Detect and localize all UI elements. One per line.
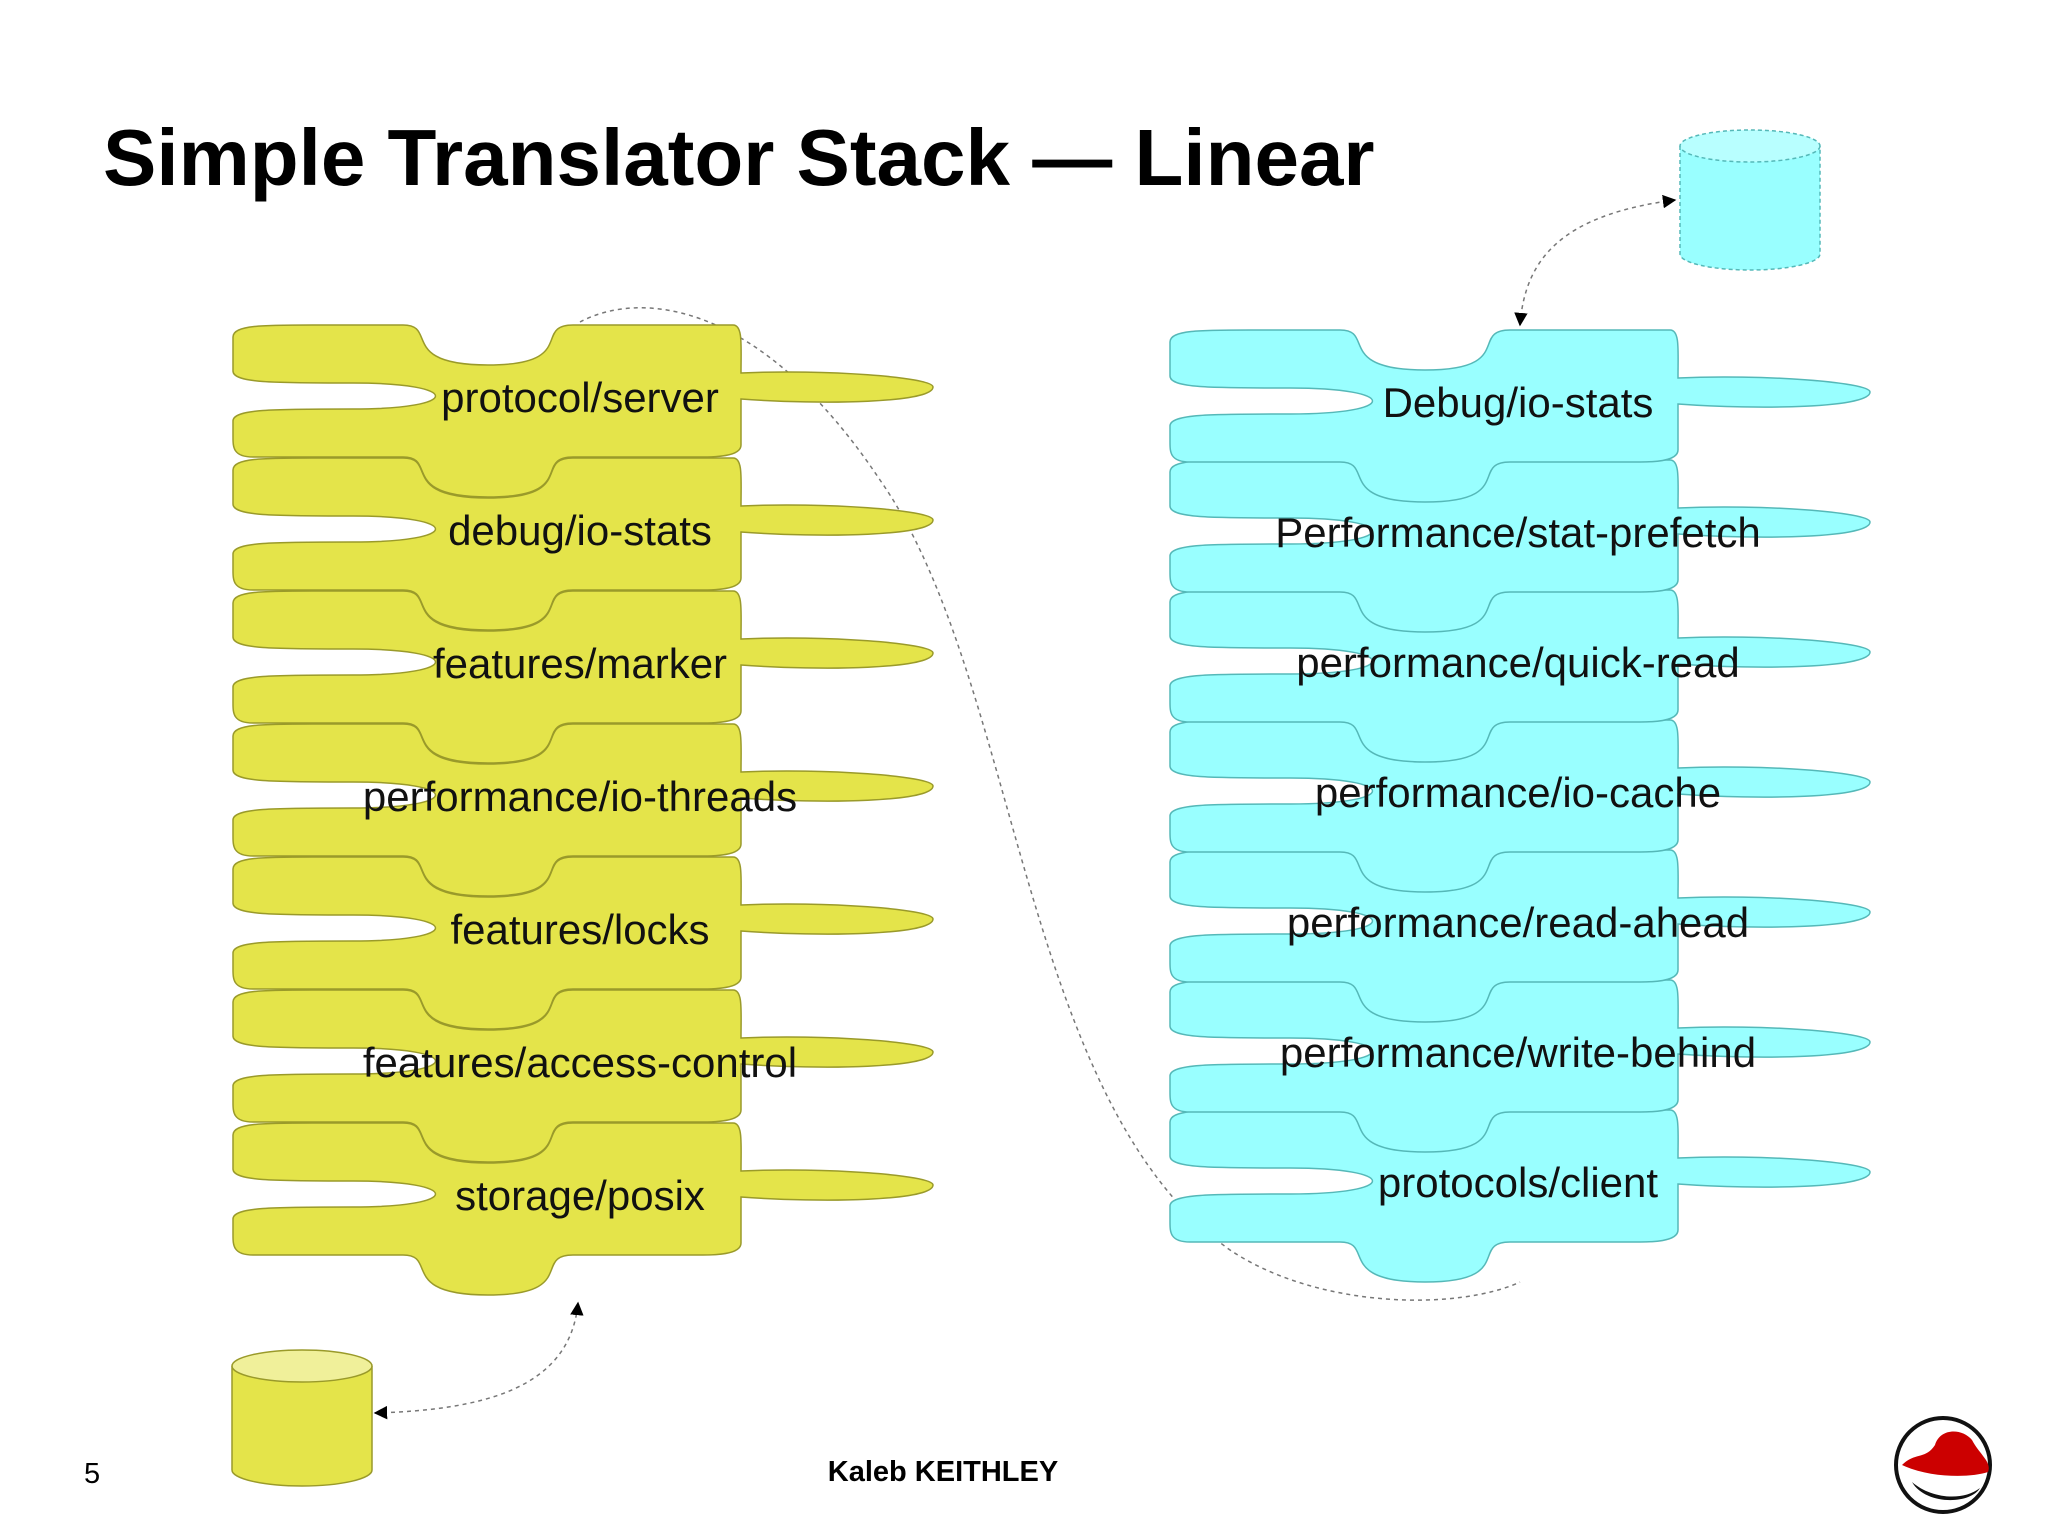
server-translator-piece	[232, 723, 934, 897]
client-translator-label: Debug/io-stats	[1383, 379, 1654, 426]
server-translator-stack: protocol/server debug/io-stats features/ma…	[232, 324, 934, 1296]
server-storage-cylinder-icon	[231, 1349, 373, 1487]
client-translator-label: protocols/client	[1378, 1159, 1658, 1206]
slide-title: Simple Translator Stack — Linear	[103, 113, 1375, 202]
server-translator-piece	[232, 856, 934, 1030]
server-translator-piece	[232, 457, 934, 631]
footer-author: Kaleb KEITHLEY	[827, 1456, 1059, 1488]
client-translator-label: performance/read-ahead	[1287, 899, 1749, 946]
page-number: 5	[84, 1458, 101, 1490]
server-translator-piece	[232, 1122, 934, 1296]
server-translator-piece	[232, 590, 934, 764]
client-translator-label: performance/io-cache	[1315, 769, 1721, 816]
client-translator-label: performance/quick-read	[1296, 639, 1740, 686]
client-cache-cylinder-icon	[1679, 129, 1821, 271]
server-translator-label: features/marker	[433, 640, 727, 687]
server-translator-label: features/locks	[450, 906, 709, 953]
redhat-logo-icon	[1894, 1416, 1992, 1514]
client-translator-piece	[1169, 329, 1871, 503]
server-translator-label: debug/io-stats	[448, 507, 712, 554]
server-translator-label: storage/posix	[455, 1172, 705, 1219]
server-translator-piece	[232, 324, 934, 498]
server-storage-arrow	[373, 1301, 584, 1420]
server-translator-piece	[232, 989, 934, 1163]
client-cache-arrow	[1514, 194, 1677, 327]
server-translator-label: performance/io-threads	[363, 773, 797, 820]
server-translator-label: features/access-control	[363, 1039, 797, 1086]
client-translator-label: Performance/stat-prefetch	[1275, 509, 1761, 556]
client-translator-label: performance/write-behind	[1280, 1029, 1756, 1076]
server-translator-label: protocol/server	[441, 374, 719, 421]
